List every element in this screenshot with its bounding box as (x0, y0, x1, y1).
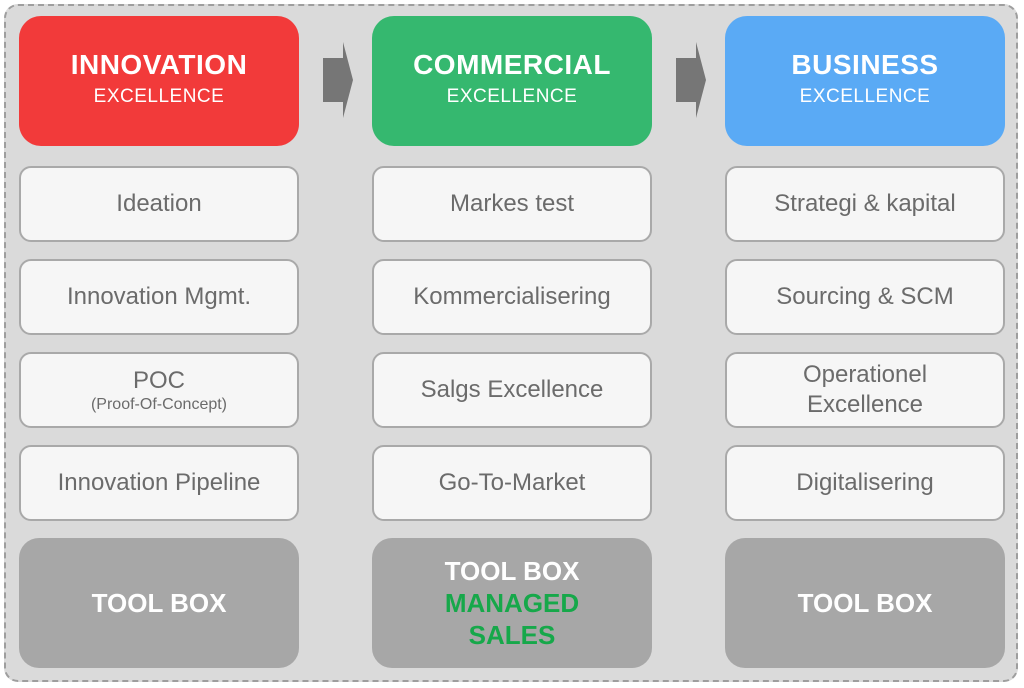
box-label: POC (132, 367, 185, 394)
box-sourcing-scm: Sourcing & SCM (725, 259, 1005, 335)
box-operationel-excellence: Operationel Excellence (725, 352, 1005, 428)
box-label: Digitalisering (796, 469, 934, 496)
box-label: Ideation (116, 190, 202, 217)
box-label: Salgs Excellence (420, 376, 604, 403)
toolbox-label: TOOL BOX (91, 588, 227, 618)
toolbox-innovation: TOOL BOX (19, 538, 299, 668)
header-subtitle: EXCELLENCE (93, 86, 225, 107)
header-subtitle: EXCELLENCE (446, 86, 578, 107)
header-subtitle: EXCELLENCE (799, 86, 931, 107)
header-title: INNOVATION (70, 49, 248, 80)
box-label: Markes test (449, 190, 575, 217)
box-go-to-market: Go-To-Market (372, 445, 652, 521)
toolbox-label: TOOL BOX (797, 588, 933, 618)
box-label: Operationel (802, 361, 928, 388)
box-poc: POC (Proof-Of-Concept) (19, 352, 299, 428)
box-label: Go-To-Market (438, 469, 586, 496)
box-label: Kommercialisering (413, 283, 611, 310)
box-label: Sourcing & SCM (776, 283, 954, 310)
box-kommercialisering: Kommercialisering (372, 259, 652, 335)
header-commercial: COMMERCIAL EXCELLENCE (372, 16, 652, 146)
box-label: Innovation Mgmt. (66, 283, 252, 310)
toolbox-commercial: TOOL BOX MANAGED SALES (372, 538, 652, 668)
arrow-right-icon (676, 42, 706, 118)
header-title: COMMERCIAL (413, 49, 611, 80)
box-sublabel: (Proof-Of-Concept) (90, 396, 228, 413)
toolbox-business: TOOL BOX (725, 538, 1005, 668)
box-strategi-kapital: Strategi & kapital (725, 166, 1005, 242)
header-title: BUSINESS (791, 49, 939, 80)
box-innovation-mgmt: Innovation Mgmt. (19, 259, 299, 335)
toolbox-managed-label: MANAGED (444, 588, 580, 618)
box-label: Strategi & kapital (774, 190, 956, 217)
box-label-line2: Excellence (806, 391, 924, 418)
toolbox-sales-label: SALES (468, 620, 556, 650)
header-business: BUSINESS EXCELLENCE (725, 16, 1005, 146)
toolbox-label: TOOL BOX (444, 556, 580, 586)
arrow-right-icon (323, 42, 353, 118)
box-digitalisering: Digitalisering (725, 445, 1005, 521)
header-innovation: INNOVATION EXCELLENCE (19, 16, 299, 146)
box-salgs-excellence: Salgs Excellence (372, 352, 652, 428)
box-markes-test: Markes test (372, 166, 652, 242)
box-innovation-pipeline: Innovation Pipeline (19, 445, 299, 521)
box-ideation: Ideation (19, 166, 299, 242)
box-label: Innovation Pipeline (57, 469, 261, 496)
